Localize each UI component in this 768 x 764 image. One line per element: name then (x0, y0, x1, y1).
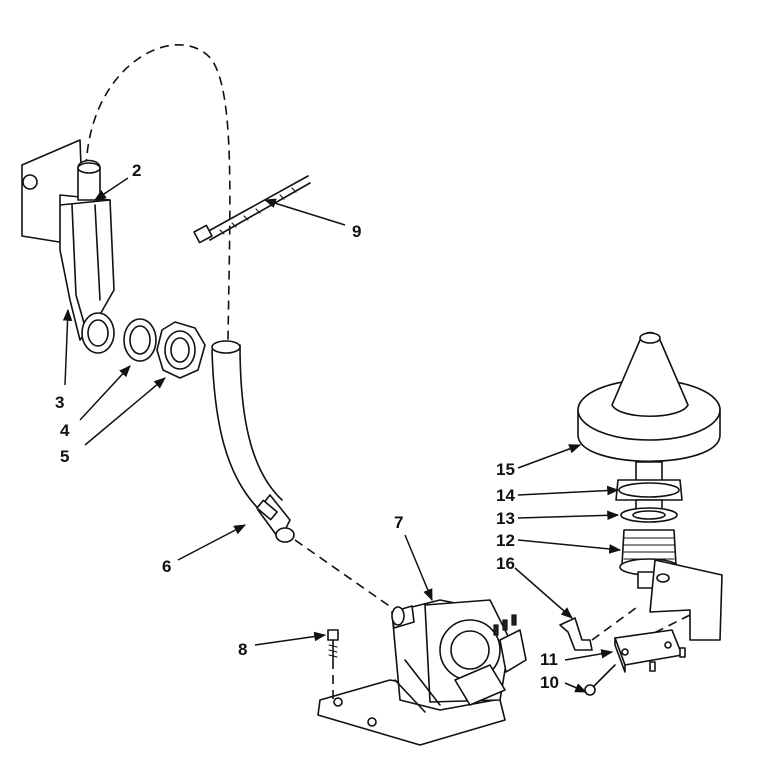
nut-part (156, 321, 206, 379)
hose-to-pump-dashed (294, 539, 396, 611)
callout-10: 10 (540, 673, 559, 692)
switch-bracket-part (649, 559, 723, 641)
callout-12: 12 (496, 531, 515, 550)
callout-5: 5 (60, 447, 69, 466)
callout-3: 3 (55, 393, 64, 412)
micro-switch-part (614, 629, 686, 673)
lever-dashed (591, 604, 641, 641)
callout-labels: 2 3 4 5 6 7 8 9 10 11 12 13 14 15 16 (55, 161, 559, 692)
callout-2: 2 (132, 161, 141, 180)
callout-leaders (62, 177, 622, 693)
callout-9: 9 (352, 222, 361, 241)
callout-13: 13 (496, 509, 515, 528)
float-part (577, 331, 721, 462)
screw-part (327, 629, 339, 661)
vent-bracket-part (21, 139, 115, 354)
callout-15: 15 (496, 460, 515, 479)
drain-hose-part (211, 340, 295, 543)
pump-assembly-part (317, 599, 527, 746)
callout-11: 11 (540, 650, 558, 669)
small-screw-part (584, 664, 616, 696)
callout-8: 8 (238, 640, 247, 659)
callout-4: 4 (60, 421, 70, 440)
washer-part (123, 318, 157, 362)
callout-6: 6 (162, 557, 171, 576)
lever-part (559, 617, 593, 651)
callout-14: 14 (496, 486, 515, 505)
callout-16: 16 (496, 554, 515, 573)
callout-7: 7 (394, 513, 403, 532)
